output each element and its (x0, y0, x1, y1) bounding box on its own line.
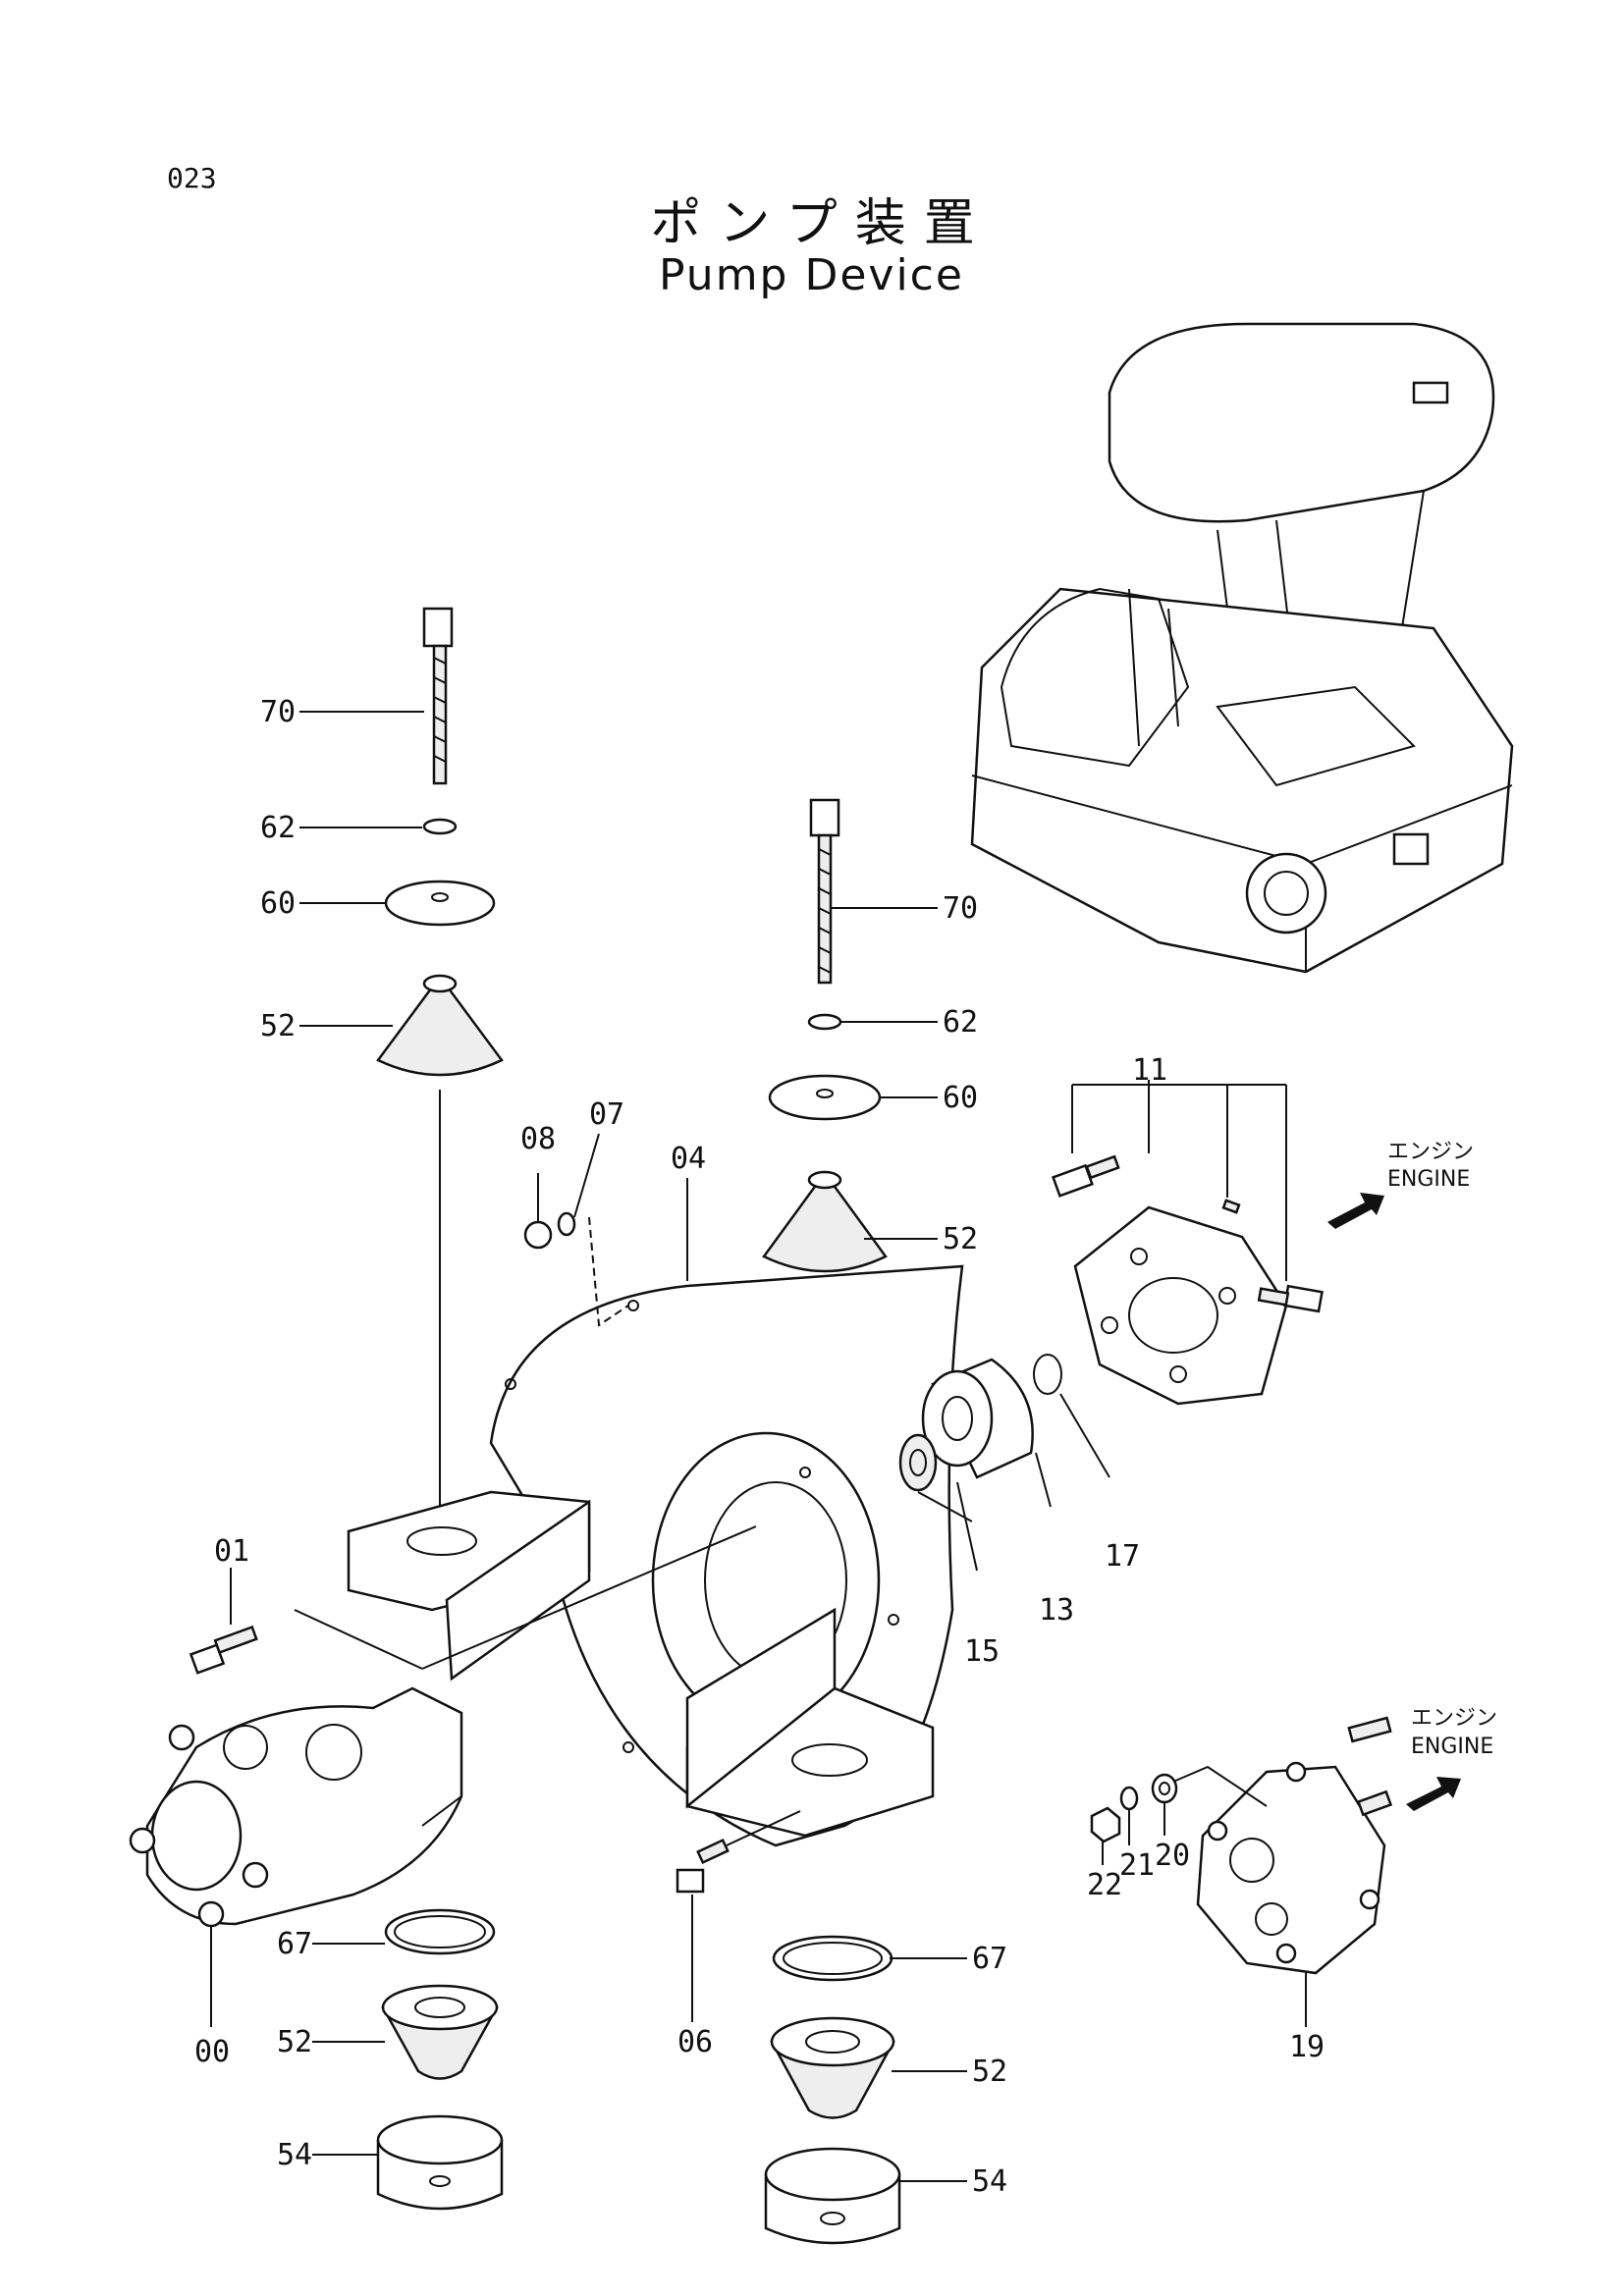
callout-52-lower-left: 52 (277, 2025, 312, 2059)
callout-21: 21 (1119, 1848, 1155, 1883)
engine-direction-arrow-upper (1327, 1193, 1384, 1229)
right-lower-mount-stack (764, 1935, 901, 2245)
callout-19: 19 (1289, 2030, 1325, 2064)
callout-22: 22 (1087, 1868, 1122, 1902)
callout-08: 08 (520, 1122, 556, 1156)
callout-20: 20 (1155, 1839, 1190, 1873)
page-title-japanese: ポンプ装置 (650, 194, 993, 253)
callout-70-left: 70 (260, 695, 296, 729)
left-mount-stack (376, 607, 504, 1561)
callout-52-right: 52 (943, 1222, 978, 1256)
callout-67-left: 67 (277, 1927, 312, 1961)
page-title-english: Pump Device (659, 250, 964, 300)
page-number: 023 (167, 162, 217, 194)
callout-62-right: 62 (943, 1005, 978, 1040)
leader-lines (230, 711, 1150, 2182)
callout-04: 04 (671, 1142, 706, 1176)
engine-label-ja-upper: エンジン (1387, 1140, 1474, 1164)
callout-52-lower-right: 52 (972, 2055, 1007, 2089)
coupling-assembly (898, 1084, 1324, 1572)
callout-17: 17 (1105, 1539, 1140, 1574)
left-lower-mount-stack (376, 1908, 504, 2211)
engine-label-ja-lower: エンジン (1411, 1706, 1497, 1731)
callout-67-right: 67 (972, 1942, 1007, 1976)
callout-15: 15 (964, 1634, 1000, 1669)
engine-direction-arrow-lower (1406, 1777, 1461, 1811)
callout-60-left: 60 (260, 886, 296, 921)
callout-07: 07 (589, 1097, 624, 1132)
callout-70-right: 70 (943, 891, 978, 926)
callout-06: 06 (677, 2025, 713, 2059)
callout-00: 00 (194, 2035, 230, 2069)
callout-01: 01 (214, 1534, 249, 1569)
callout-13: 13 (1039, 1593, 1074, 1628)
bracket-plate-04 (347, 1264, 964, 1847)
callout-11: 11 (1132, 1053, 1167, 1088)
pilot-pump-19 (1090, 1716, 1393, 2027)
machine-overview-illustration (970, 322, 1514, 974)
callout-52-left: 52 (260, 1009, 296, 1043)
callout-54-right: 54 (972, 2164, 1007, 2199)
engine-label-en-lower: ENGINE (1411, 1735, 1493, 1759)
engine-label-en-upper: ENGINE (1387, 1167, 1470, 1192)
callout-60-right: 60 (943, 1081, 978, 1115)
rubber-mount-52-left-shape (376, 974, 504, 1077)
right-mount-stack (762, 798, 888, 1723)
small-fasteners (189, 1211, 801, 1894)
callout-54-left: 54 (277, 2138, 312, 2172)
hydraulic-pump-00 (129, 1686, 463, 2027)
washer-60-left-shape (384, 880, 496, 927)
callout-labels: 70 62 60 52 70 62 60 52 08 07 04 11 17 1… (194, 695, 1497, 2199)
washer-62-left-shape (422, 818, 458, 835)
callout-62-left: 62 (260, 811, 296, 845)
